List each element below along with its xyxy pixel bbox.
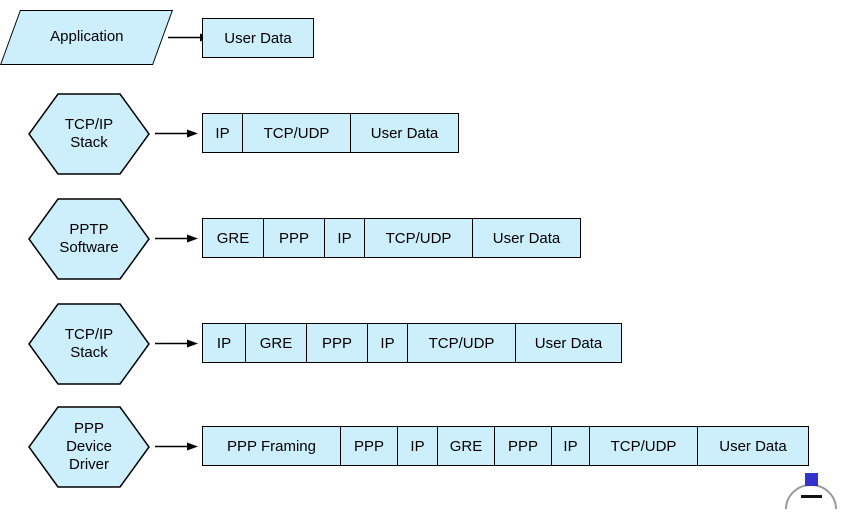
packet-field: IP [325, 219, 365, 257]
packet-field: IP [203, 324, 246, 362]
layer-shape-hexagon: PPP Device Driver [28, 406, 150, 488]
packet-field: User Data [492, 229, 561, 247]
packet-field: TCP/UDP [408, 324, 516, 362]
packet-field: User Data [719, 437, 787, 455]
flow-arrow-icon [155, 441, 200, 452]
packet-field: IP [552, 427, 590, 465]
packet-field: GRE [246, 324, 307, 362]
packet-field: User Data [224, 29, 292, 47]
flow-arrow-icon [155, 128, 200, 139]
packet-field: PPP [307, 324, 368, 362]
packet-field: IP [368, 324, 408, 362]
layer-label: PPP Device Driver [66, 419, 112, 474]
packet-field: PPP [341, 427, 398, 465]
packet-field: GRE [438, 427, 495, 465]
layer-shape-hexagon: PPTP Software [28, 198, 150, 280]
packet-field: User Data [534, 334, 603, 352]
packet-field: PPP Framing [203, 427, 341, 465]
hexagon-outline [28, 198, 150, 280]
layer-label: PPTP Software [59, 220, 119, 256]
packet-field: TCP/UDP [243, 114, 351, 152]
hexagon-outline [28, 303, 150, 385]
hexagon-outline [28, 93, 150, 175]
packet-field: PPP [495, 427, 552, 465]
packet-field: User Data [370, 124, 439, 142]
layer-shape-hexagon: TCP/IP Stack [28, 93, 150, 175]
packet-field: TCP/UDP [590, 427, 698, 465]
flow-arrow-icon [155, 233, 200, 244]
packet-field: GRE [203, 219, 264, 257]
hexagon-outline [28, 406, 150, 488]
layer-shape-hexagon: TCP/IP Stack [28, 303, 150, 385]
layer-label: TCP/IP Stack [64, 115, 114, 151]
packet-strip: User Data [202, 18, 314, 58]
layer-label: TCP/IP Stack [64, 325, 114, 361]
packet-field: TCP/UDP [365, 219, 473, 257]
layer-label: Application [49, 28, 124, 46]
flow-arrow-icon [155, 338, 200, 349]
packet-field: IP [398, 427, 438, 465]
layer-shape-parallelogram: Application [0, 10, 174, 65]
packet-field: PPP [264, 219, 325, 257]
packet-field: IP [203, 114, 243, 152]
